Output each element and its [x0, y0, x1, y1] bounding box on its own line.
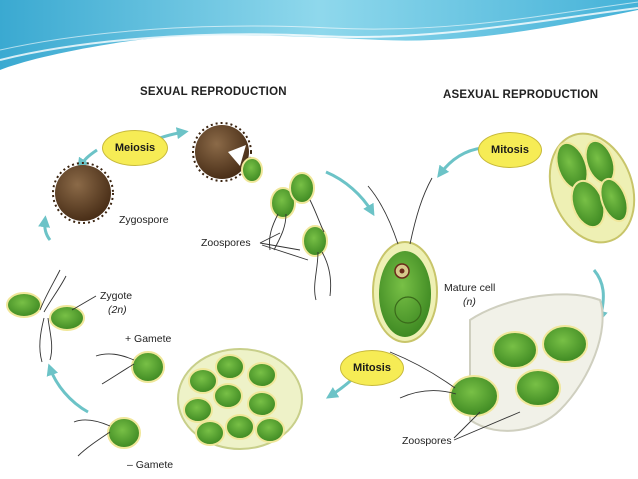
zygospore — [52, 162, 114, 224]
mature-cell-ploidy-label: (n) — [463, 296, 476, 308]
zoospores-left — [269, 172, 332, 301]
mitosis-bubble-top: Mitosis — [478, 132, 542, 168]
minus-gamete-label: – Gamete — [127, 459, 174, 471]
mitosis-bubble-bottom: Mitosis — [340, 350, 404, 386]
header-wave — [0, 0, 638, 70]
zoospores-left-label: Zoospores — [201, 237, 251, 249]
plus-gamete-label: + Gamete — [125, 333, 172, 345]
asexual-reproduction-heading: ASEXUAL REPRODUCTION — [443, 89, 599, 101]
zygospore-label: Zygospore — [119, 214, 169, 226]
sporangium-bottom — [389, 293, 604, 432]
zoospores-right-label: Zoospores — [402, 435, 452, 447]
opening-zygospore — [192, 122, 263, 183]
sporangium-top — [548, 132, 636, 244]
sexual-reproduction-heading: SEXUAL REPRODUCTION — [140, 86, 287, 98]
meiosis-bubble: Meiosis — [102, 130, 168, 166]
plus-gamete — [95, 351, 165, 385]
mature-cell — [367, 177, 438, 343]
zygote — [6, 269, 85, 363]
zygote-label: Zygote — [100, 290, 133, 302]
minus-gamete — [73, 417, 141, 457]
mature-cell-label: Mature cell — [444, 282, 496, 294]
leader-lines — [71, 232, 521, 441]
gamete-cluster — [177, 348, 303, 450]
zygote-ploidy-label: (2n) — [108, 304, 127, 316]
